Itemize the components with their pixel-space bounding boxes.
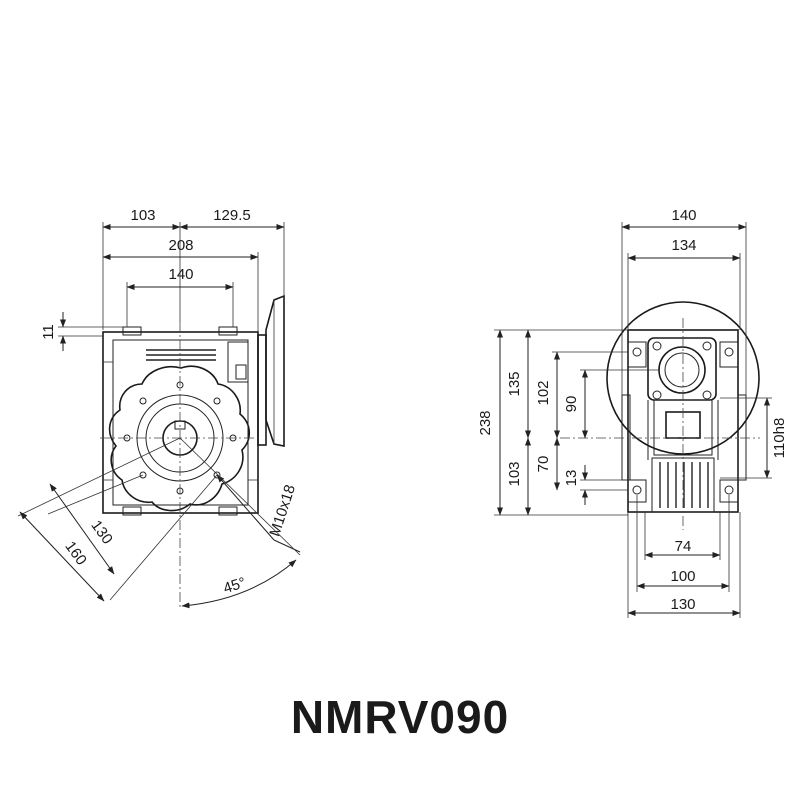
dim-130-160-diagonal: 130 160	[17, 437, 218, 602]
dim-103-129-5: 103 129.5	[102, 207, 285, 330]
label-thread: M10x18	[266, 483, 299, 539]
model-title: NMRV090	[290, 691, 510, 743]
dim-11: 11	[40, 312, 123, 351]
side-fins	[651, 457, 715, 513]
label-100: 100	[670, 568, 695, 585]
dim-vertical-left: 238 135 103 102 70 90 13	[477, 329, 660, 516]
label-70: 70	[535, 456, 552, 473]
label-208: 208	[168, 237, 193, 254]
dim-140-front: 140	[126, 266, 234, 327]
label-130-side: 130	[670, 596, 695, 613]
side-centerlines	[560, 318, 760, 530]
dim-134: 134	[627, 237, 741, 330]
front-centerlines	[100, 322, 262, 608]
front-flange	[257, 294, 285, 447]
label-140-side: 140	[671, 207, 696, 224]
angle-45: 45°	[179, 437, 301, 609]
label-45-deg: 45°	[221, 574, 248, 597]
front-view: 103 129.5 208 140 11	[17, 207, 301, 609]
dim-208: 208	[102, 237, 259, 332]
label-90: 90	[563, 396, 580, 413]
label-160-diag: 160	[61, 538, 89, 568]
dim-140-side: 140	[621, 207, 747, 395]
side-body	[621, 329, 747, 513]
label-102: 102	[535, 380, 552, 405]
label-238: 238	[477, 410, 494, 435]
label-135: 135	[506, 371, 523, 396]
label-140-front: 140	[168, 266, 193, 283]
label-13: 13	[563, 470, 580, 487]
side-view: 140 134 238 135 103 102 70	[477, 207, 788, 618]
dim-110h8: 110h8	[720, 397, 788, 479]
label-11: 11	[40, 324, 57, 340]
label-110h8: 110h8	[771, 418, 788, 459]
label-74: 74	[675, 538, 692, 555]
label-103-side: 103	[506, 461, 523, 486]
label-103: 103	[130, 207, 155, 224]
front-housing	[102, 326, 259, 516]
label-129-5: 129.5	[213, 207, 251, 224]
label-134: 134	[671, 237, 696, 254]
dim-bottom: 74 100 130	[627, 495, 741, 618]
